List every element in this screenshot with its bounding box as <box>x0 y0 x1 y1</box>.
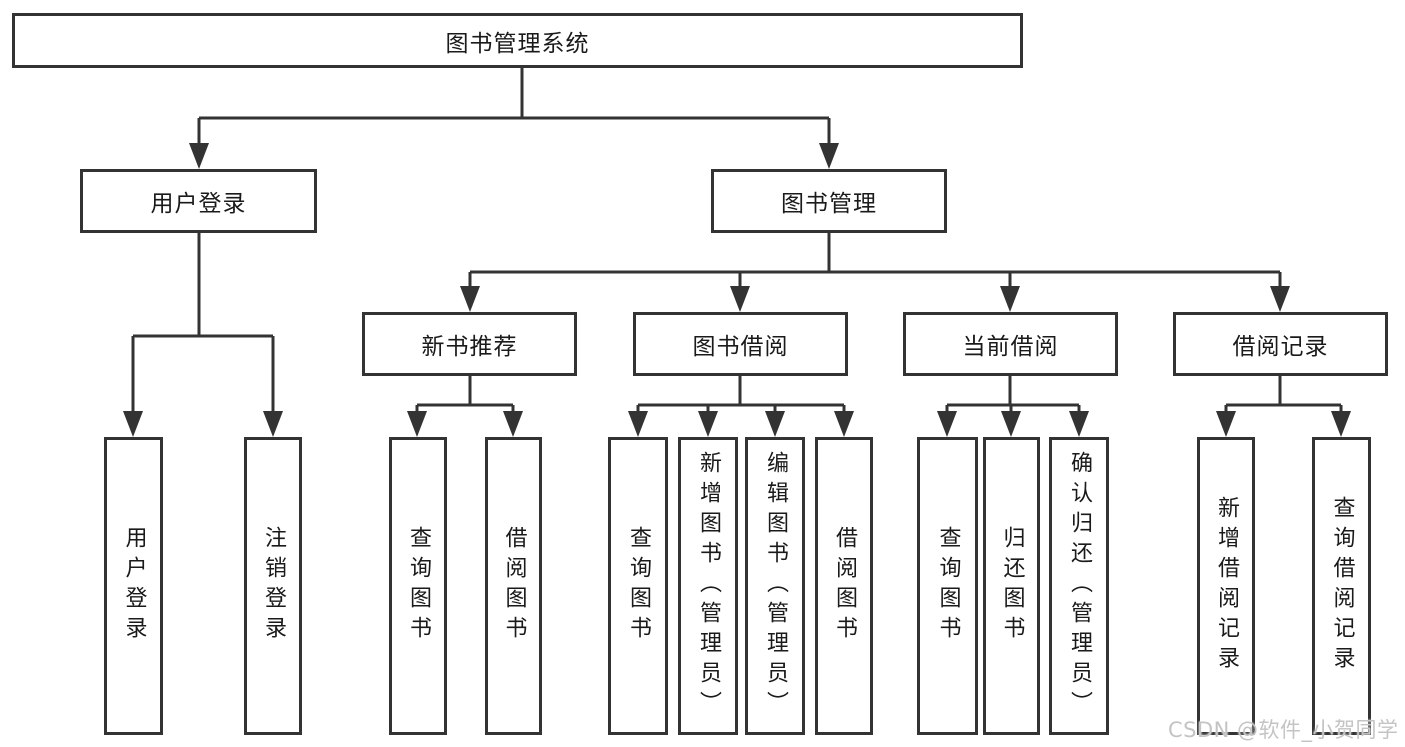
leaf-cb-confirm-return-label: 确认归还（管理员） <box>1067 451 1092 721</box>
arrowhead <box>123 411 143 437</box>
leaf-cb-query-books-label: 查询图书 <box>935 526 961 646</box>
connector-root-to-level2 <box>197 68 831 145</box>
csdn-watermark: CSDN @软件_小贺同学 <box>1168 718 1399 742</box>
leaf-cb-query-books: 查询图书 <box>917 437 978 735</box>
node-new-book-recommend-label: 新书推荐 <box>421 334 518 360</box>
leaf-bb-edit-books-label: 编辑图书（管理员） <box>763 451 788 721</box>
node-root: 图书管理系统 <box>12 13 1023 68</box>
leaf-cb-return-books: 归还图书 <box>983 437 1040 735</box>
arrowhead <box>1270 286 1290 312</box>
leaf-cb-confirm-return: 确认归还（管理员） <box>1049 437 1109 735</box>
leaf-nbr-borrow-books-label: 借阅图书 <box>501 526 527 646</box>
leaf-br-add-record: 新增借阅记录 <box>1197 437 1255 735</box>
leaf-br-add-record-label: 新增借阅记录 <box>1214 496 1239 676</box>
leaf-bb-borrow-books: 借阅图书 <box>815 437 873 735</box>
connector-borrowing-to-leaves <box>636 376 846 413</box>
leaf-nbr-query-books: 查询图书 <box>389 437 447 735</box>
leaf-user-login-label: 用户登录 <box>121 526 147 646</box>
node-root-label: 图书管理系统 <box>445 30 590 57</box>
leaf-bb-add-books: 新增图书（管理员） <box>678 437 738 735</box>
arrowhead <box>189 143 209 169</box>
arrowhead <box>503 411 523 437</box>
arrowhead <box>1001 411 1021 437</box>
node-book-borrowing-label: 图书借阅 <box>692 334 789 360</box>
connector-userlogin-to-leaves <box>131 233 275 413</box>
leaf-user-login: 用户登录 <box>104 437 163 735</box>
connector-newbook-to-leaves <box>415 376 515 413</box>
arrowhead <box>730 286 750 312</box>
leaf-bb-borrow-books-label: 借阅图书 <box>832 526 857 646</box>
node-current-borrowing: 当前借阅 <box>903 312 1118 376</box>
node-new-book-recommend: 新书推荐 <box>362 312 577 376</box>
leaf-logout: 注销登录 <box>244 437 302 735</box>
node-book-borrowing: 图书借阅 <box>633 312 848 376</box>
leaf-bb-add-books-label: 新增图书（管理员） <box>696 451 721 721</box>
leaf-nbr-query-books-label: 查询图书 <box>406 526 431 646</box>
arrowhead <box>834 411 854 437</box>
leaf-cb-return-books-label: 归还图书 <box>999 526 1025 646</box>
connector-bookmgmt-to-level3 <box>468 233 1282 288</box>
connector-current-to-leaves <box>945 376 1081 413</box>
arrowhead <box>263 411 283 437</box>
leaf-br-query-record-label: 查询借阅记录 <box>1329 496 1355 676</box>
node-book-management: 图书管理 <box>711 169 947 233</box>
arrowhead <box>819 143 839 169</box>
leaf-bb-query-books-label: 查询图书 <box>626 526 651 646</box>
node-user-login: 用户登录 <box>80 169 317 233</box>
node-book-management-label: 图书管理 <box>781 191 877 217</box>
arrowhead <box>407 411 427 437</box>
arrowhead <box>1331 411 1351 437</box>
node-user-login-label: 用户登录 <box>150 191 247 217</box>
arrowhead <box>460 286 480 312</box>
leaf-br-query-record: 查询借阅记录 <box>1312 437 1371 735</box>
leaf-bb-edit-books: 编辑图书（管理员） <box>745 437 805 735</box>
leaf-nbr-borrow-books: 借阅图书 <box>485 437 542 735</box>
arrowhead <box>1216 411 1236 437</box>
arrowhead <box>698 411 718 437</box>
arrowhead <box>1000 286 1020 312</box>
connector-records-to-leaves <box>1224 376 1343 413</box>
leaf-logout-label: 注销登录 <box>261 526 286 646</box>
node-borrowing-records: 借阅记录 <box>1173 312 1388 376</box>
node-current-borrowing-label: 当前借阅 <box>962 334 1059 360</box>
arrowhead <box>1069 411 1089 437</box>
arrowhead <box>765 411 785 437</box>
arrowhead <box>628 411 648 437</box>
node-borrowing-records-label: 借阅记录 <box>1232 334 1329 360</box>
arrowhead <box>937 411 957 437</box>
leaf-bb-query-books: 查询图书 <box>608 437 668 735</box>
